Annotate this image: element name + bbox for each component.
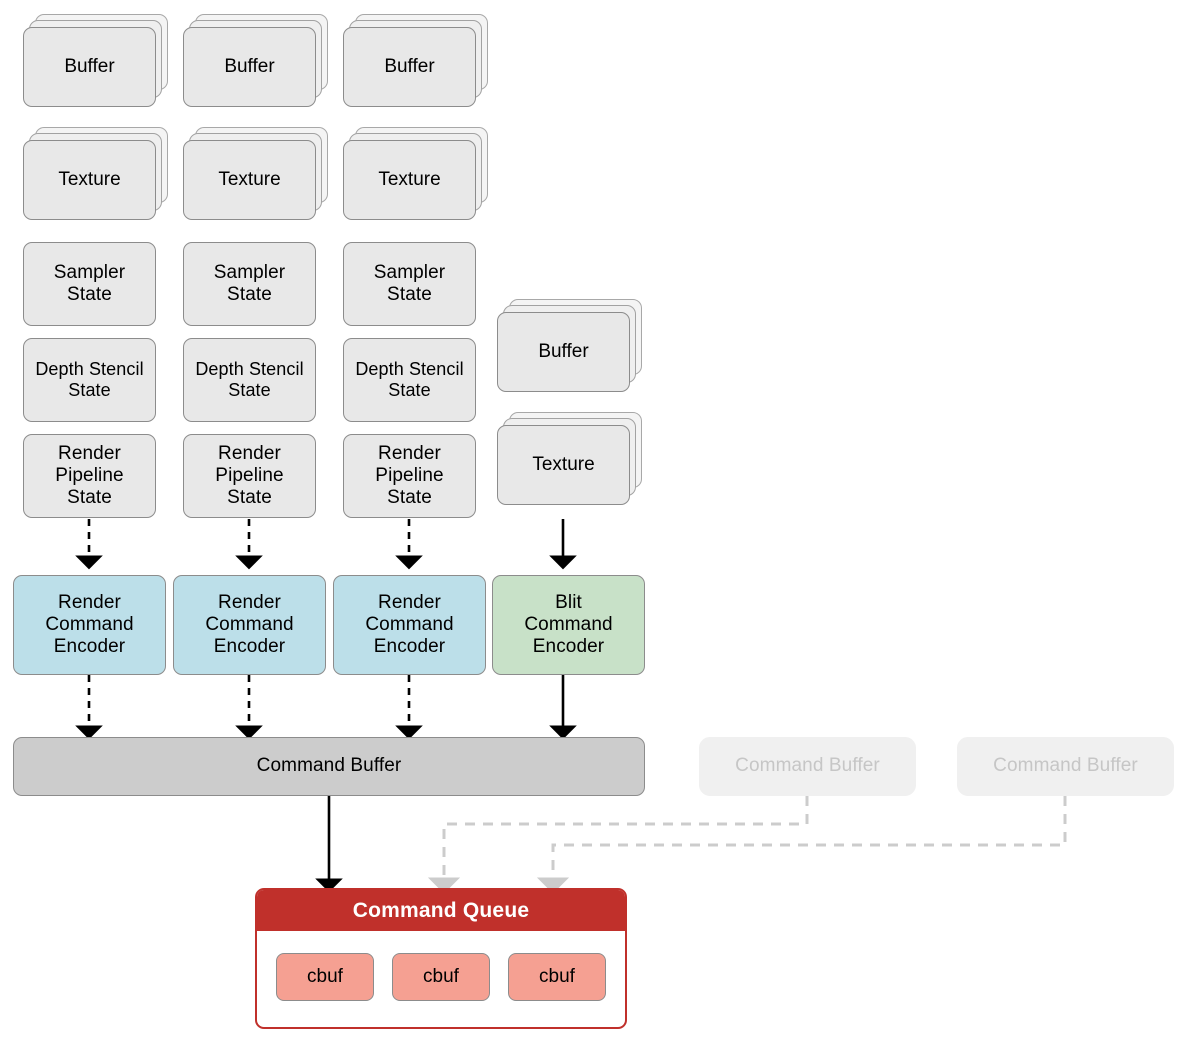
resource-card-buffer[interactable]: Buffer xyxy=(23,27,156,107)
resource-stack-buffer[interactable]: Buffer xyxy=(183,14,328,114)
resource-stack-texture[interactable]: Texture xyxy=(497,412,642,512)
resource-card-texture[interactable]: Texture xyxy=(497,425,630,505)
resource-stack-buffer[interactable]: Buffer xyxy=(343,14,488,114)
resource-card-buffer[interactable]: Buffer xyxy=(343,27,476,107)
edge-ghost-command-buffer-2-to-queue xyxy=(536,796,1067,894)
resource-stack-texture[interactable]: Texture xyxy=(23,127,168,227)
resource-label: Buffer xyxy=(224,56,275,77)
command-queue[interactable]: Command Queue cbuf cbuf cbuf xyxy=(255,888,627,1029)
command-queue-items: cbuf cbuf cbuf xyxy=(257,931,625,1025)
resource-stack-buffer[interactable]: Buffer xyxy=(23,14,168,114)
cbuf-label: cbuf xyxy=(307,966,343,987)
resource-label: Buffer xyxy=(538,341,589,362)
edge-ghost-command-buffer-1-to-queue xyxy=(427,796,809,894)
cbuf-label: cbuf xyxy=(539,966,575,987)
resource-label: Texture xyxy=(58,169,121,190)
command-queue-item[interactable]: cbuf xyxy=(392,953,490,1001)
resource-label: Texture xyxy=(532,454,595,475)
resource-stack-texture[interactable]: Texture xyxy=(343,127,488,227)
resource-card-texture[interactable]: Texture xyxy=(343,140,476,220)
resource-card-buffer[interactable]: Buffer xyxy=(183,27,316,107)
resource-label: Buffer xyxy=(384,56,435,77)
resource-label: Buffer xyxy=(64,56,115,77)
resource-card-texture[interactable]: Texture xyxy=(183,140,316,220)
resource-card-buffer[interactable]: Buffer xyxy=(497,312,630,392)
resource-card-texture[interactable]: Texture xyxy=(23,140,156,220)
command-buffer-ghost[interactable]: Command Buffer xyxy=(699,737,916,796)
command-buffer[interactable]: Command Buffer xyxy=(13,737,645,796)
resource-stack-buffer[interactable]: Buffer xyxy=(497,299,642,399)
resource-label: Texture xyxy=(378,169,441,190)
command-buffer-ghost[interactable]: Command Buffer xyxy=(957,737,1174,796)
cbuf-label: cbuf xyxy=(423,966,459,987)
resource-stack-texture[interactable]: Texture xyxy=(183,127,328,227)
command-buffer-label: Command Buffer xyxy=(256,755,402,777)
resource-label: Texture xyxy=(218,169,281,190)
command-buffer-label: Command Buffer xyxy=(993,755,1138,777)
command-buffer-label: Command Buffer xyxy=(735,755,880,777)
command-queue-item[interactable]: cbuf xyxy=(276,953,374,1001)
command-queue-item[interactable]: cbuf xyxy=(508,953,606,1001)
command-queue-title: Command Queue xyxy=(257,890,625,931)
